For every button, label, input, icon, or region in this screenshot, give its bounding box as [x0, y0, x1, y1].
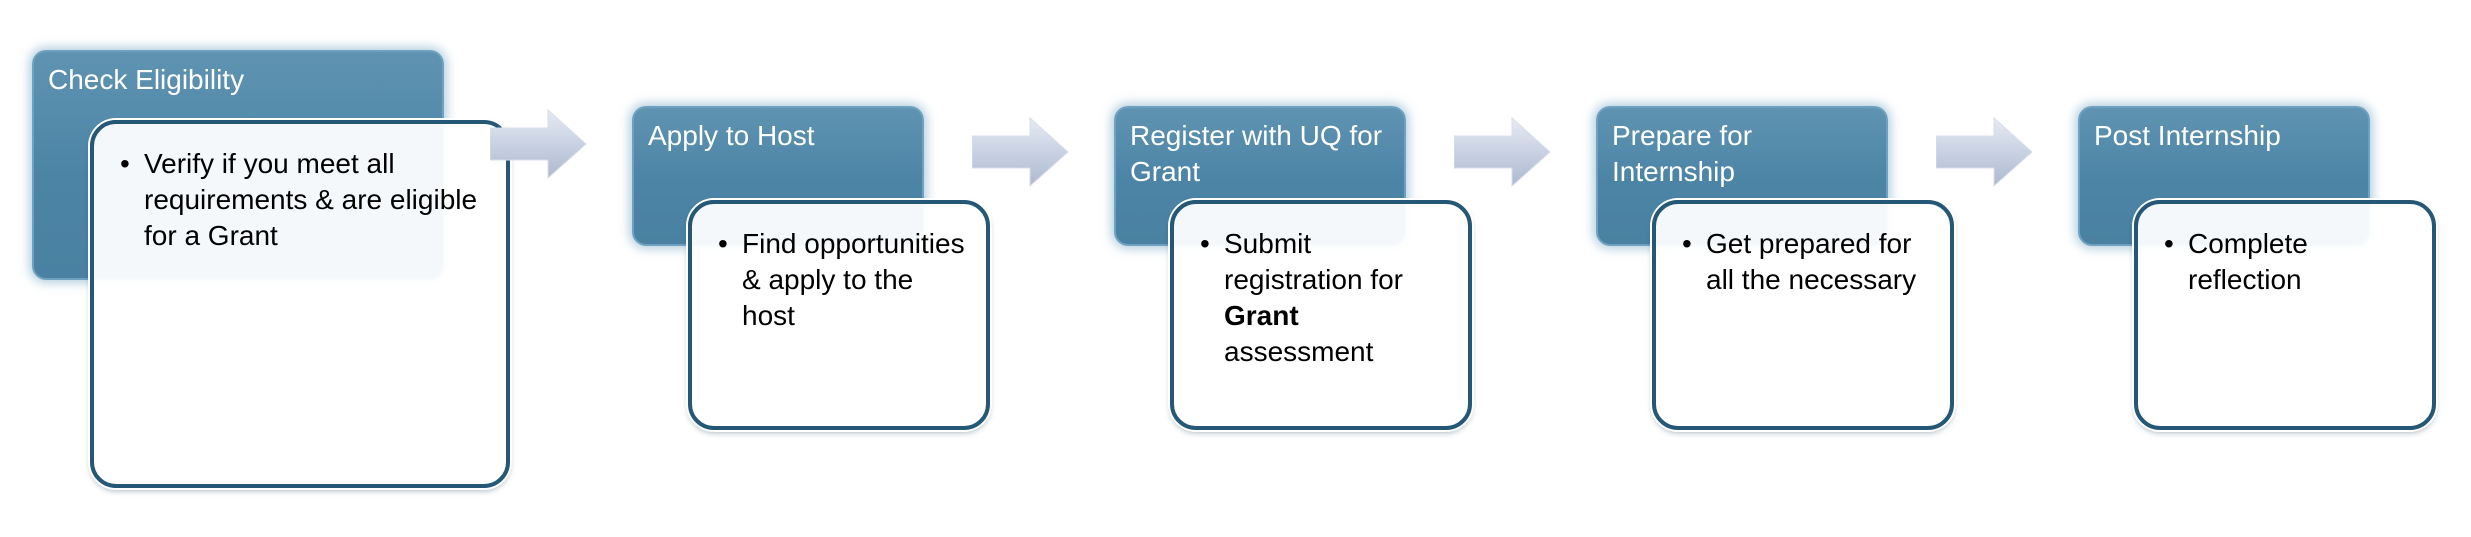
step-title: Check Eligibility — [48, 64, 245, 95]
step-bullet: • Get prepared for all the necessary — [1682, 226, 1932, 298]
bullet-text: Verify if you meet all requirements & ar… — [144, 148, 478, 251]
step-card: • Find opportunities & apply to the host — [688, 200, 990, 430]
bullet-icon: • — [1200, 228, 1210, 259]
bullet-text: Find opportunities & apply to the host — [742, 228, 965, 331]
step-bullet: • Submit registration for Grant assessme… — [1200, 226, 1450, 370]
bullet-text-bold: Grant — [1224, 300, 1299, 331]
bullet-icon: • — [1682, 228, 1692, 259]
bullet-text-prefix: Submit registration for — [1224, 228, 1403, 295]
right-arrow-icon — [972, 116, 1069, 188]
step-title: Prepare for Internship — [1612, 120, 1753, 187]
step-bullet: • Complete reflection — [2164, 226, 2414, 298]
step-bullets: • Find opportunities & apply to the host — [712, 226, 968, 334]
bullet-icon: • — [2164, 228, 2174, 259]
step-bullet: • Verify if you meet all requirements & … — [120, 146, 488, 254]
step-card: • Verify if you meet all requirements & … — [90, 120, 510, 488]
step-bullet: • Find opportunities & apply to the host — [718, 226, 968, 334]
step-card: • Get prepared for all the necessary — [1652, 200, 1954, 430]
step-card: • Submit registration for Grant assessme… — [1170, 200, 1472, 430]
step-bullets: • Get prepared for all the necessary — [1676, 226, 1932, 298]
step-title: Register with UQ for Grant — [1130, 120, 1383, 187]
right-arrow-icon — [1454, 116, 1551, 188]
bullet-text: Get prepared for all the necessary — [1706, 228, 1917, 295]
right-arrow-icon — [1936, 116, 2033, 188]
step-title: Post Internship — [2094, 120, 2281, 151]
step-title: Apply to Host — [648, 120, 815, 151]
bullet-text: Complete reflection — [2188, 228, 2308, 295]
step-card: • Complete reflection — [2134, 200, 2436, 430]
bullet-icon: • — [120, 148, 130, 179]
step-bullets: • Complete reflection — [2158, 226, 2414, 298]
step-bullets: • Verify if you meet all requirements & … — [114, 146, 488, 254]
bullet-text-suffix: assessment — [1224, 336, 1374, 367]
bullet-icon: • — [718, 228, 728, 259]
step-bullets: • Submit registration for Grant assessme… — [1194, 226, 1450, 370]
right-arrow-icon — [490, 108, 587, 180]
